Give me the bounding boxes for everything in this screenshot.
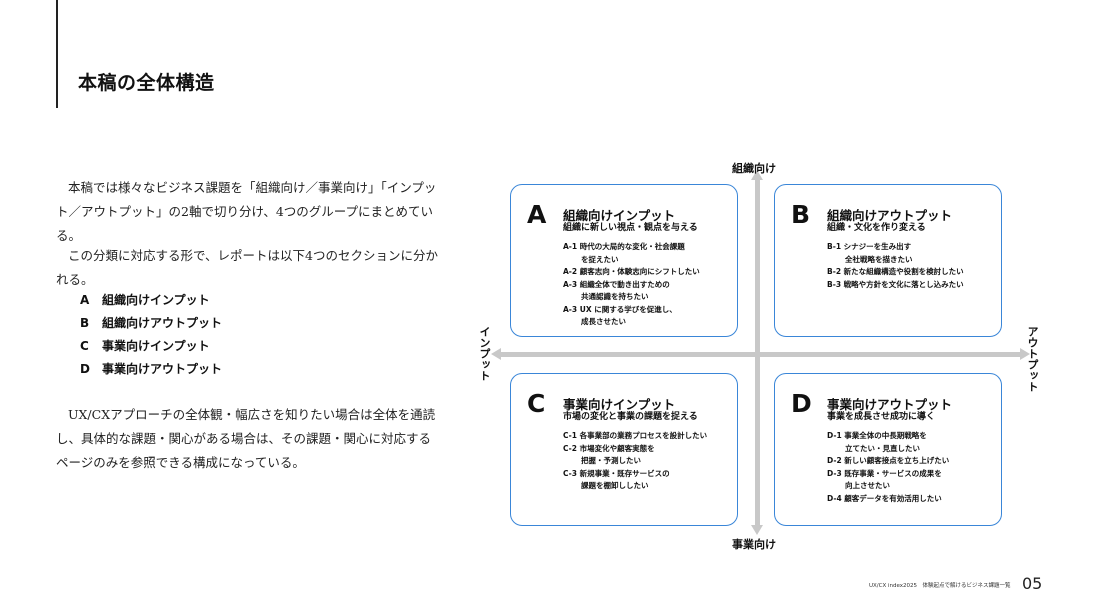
quadrant-subtitle: 組織に新しい視点・観点を与える <box>563 223 698 233</box>
quadrant-item: C-3 新規事業・既存サービスの <box>563 468 670 478</box>
quadrant-item: 把握・予測したい <box>581 456 641 465</box>
section-list-item: A 組織向けインプット <box>80 289 222 312</box>
quadrant-item: C-1 各事業部の業務プロセスを設計したい <box>563 431 708 440</box>
quadrant-items: D-1 事業全体の中長期戦略を 立てたい・見直したい D-2 新しい顧客接点を立… <box>827 430 949 505</box>
arrow-down-icon <box>751 525 763 535</box>
section-label: 組織向けアウトプット <box>102 316 223 330</box>
quadrant-items: B-1 シナジーを生み出す 全社戦略を描きたい B-2 新たな組織構造や役割を検… <box>827 241 964 291</box>
section-list-item: D 事業向けアウトプット <box>80 358 222 381</box>
quadrant-item: B-2 新たな組織構造や役割を検討したい <box>827 267 964 276</box>
quadrant-d: D 事業向けアウトプット 事業を成長させ成功に導く D-1 事業全体の中長期戦略… <box>774 373 1002 526</box>
quadrant-items: C-1 各事業部の業務プロセスを設計したい C-2 市場変化や顧客実態を 把握・… <box>563 430 707 493</box>
page-heading: 本稿の全体構造 <box>78 72 215 94</box>
quadrant-item: B-3 戦略や方針を文化に落とし込みたい <box>827 279 964 289</box>
axis-label-left: インプット <box>478 326 491 381</box>
arrow-right-icon <box>1020 348 1030 360</box>
intro-paragraph-1: 本稿では様々なビジネス課題を「組織向け／事業向け」「インプット／アウトプット」の… <box>56 176 441 248</box>
section-label: 事業向けインプット <box>102 339 210 353</box>
quadrant-item: 全社戦略を描きたい <box>845 254 913 264</box>
section-letter: D <box>80 362 90 376</box>
intro-paragraph-3: UX/CXアプローチの全体観・幅広さを知りたい場合は全体を通読し、具体的な課題・… <box>56 403 441 475</box>
section-label: 事業向けアウトプット <box>102 362 223 376</box>
page-number: 05 <box>1022 574 1043 593</box>
intro-paragraph-1-text: 本稿では様々なビジネス課題を「組織向け／事業向け」「インプット／アウトプット」の… <box>56 180 437 243</box>
horizontal-axis <box>500 352 1020 357</box>
quadrant-title: 組織向けアウトプット <box>827 208 953 223</box>
quadrant-item: A-2 顧客志向・体験志向にシフトしたい <box>563 267 700 276</box>
quadrant-item: 成長させたい <box>581 317 626 326</box>
section-letter: B <box>80 316 90 330</box>
quadrant-c: C 事業向けインプット 市場の変化と事業の課題を捉える C-1 各事業部の業務プ… <box>510 373 738 526</box>
quadrant-item: D-1 事業全体の中長期戦略を <box>827 431 927 440</box>
section-list-item: B 組織向けアウトプット <box>80 312 222 335</box>
quadrant-item: D-2 新しい顧客接点を立ち上げたい <box>827 456 950 465</box>
quadrant-item: B-1 シナジーを生み出す <box>827 242 912 251</box>
arrow-left-icon <box>491 348 501 360</box>
section-letter: A <box>80 293 90 307</box>
quadrant-b: B 組織向けアウトプット 組織・文化を作り変える B-1 シナジーを生み出す 全… <box>774 184 1002 337</box>
intro-paragraph-2-text: この分類に対応する形で、レポートは以下4つのセクションに分かれる。 <box>56 248 438 287</box>
section-letter: C <box>80 339 89 353</box>
axis-label-right: アウトプット <box>1026 326 1039 392</box>
axis-label-top: 組織向け <box>732 162 776 175</box>
quadrant-subtitle: 事業を成長させ成功に導く <box>827 412 936 422</box>
quadrant-item: を捉えたい <box>581 254 619 264</box>
section-list: A 組織向けインプット B 組織向けアウトプット C 事業向けインプット D 事業向けア… <box>80 289 222 381</box>
quadrant-item: 立てたい・見直したい <box>845 443 920 453</box>
accent-vertical-line <box>56 0 58 108</box>
quadrant-item: C-2 市場変化や顧客実態を <box>563 443 655 453</box>
quadrant-title: 事業向けアウトプット <box>827 397 953 412</box>
quadrant-letter: D <box>791 389 812 418</box>
quadrant-letter: B <box>791 200 811 229</box>
quadrant-subtitle: 組織・文化を作り変える <box>827 223 926 233</box>
arrow-up-icon <box>751 170 763 180</box>
footer-publication: UX/CX index2025 体験起点で解けるビジネス課題一覧 <box>869 583 1011 589</box>
quadrant-a: A 組織向けインプット 組織に新しい視点・観点を与える A-1 時代の大局的な変… <box>510 184 738 337</box>
section-label: 組織向けインプット <box>102 293 210 307</box>
quadrant-item: D-3 既存事業・サービスの成果を <box>827 468 942 478</box>
quadrant-item: A-1 時代の大局的な変化・社会課題 <box>563 242 685 251</box>
quadrant-letter: C <box>527 389 546 418</box>
axis-label-bottom: 事業向け <box>732 538 776 551</box>
quadrant-subtitle: 市場の変化と事業の課題を捉える <box>563 412 698 422</box>
quadrant-item: D-4 顧客データを有効活用したい <box>827 493 942 503</box>
quadrant-item: 向上させたい <box>845 481 890 490</box>
intro-paragraph-3-text: UX/CXアプローチの全体観・幅広さを知りたい場合は全体を通読し、具体的な課題・… <box>56 407 436 470</box>
quadrant-title: 組織向けインプット <box>563 208 676 223</box>
quadrant-letter: A <box>527 200 547 229</box>
quadrant-item: 課題を棚卸ししたい <box>581 481 649 490</box>
quadrant-item: A-3 UX に関する学びを促進し、 <box>563 304 677 314</box>
quadrant-item: 共通認識を持ちたい <box>581 292 649 301</box>
quadrant-item: A-3 組織全体で動き出すための <box>563 279 670 289</box>
section-list-item: C 事業向けインプット <box>80 335 222 358</box>
quadrant-items: A-1 時代の大局的な変化・社会課題 を捉えたい A-2 顧客志向・体験志向にシ… <box>563 241 700 329</box>
intro-paragraph-2: この分類に対応する形で、レポートは以下4つのセクションに分かれる。 <box>56 244 441 292</box>
quadrant-title: 事業向けインプット <box>563 397 676 412</box>
